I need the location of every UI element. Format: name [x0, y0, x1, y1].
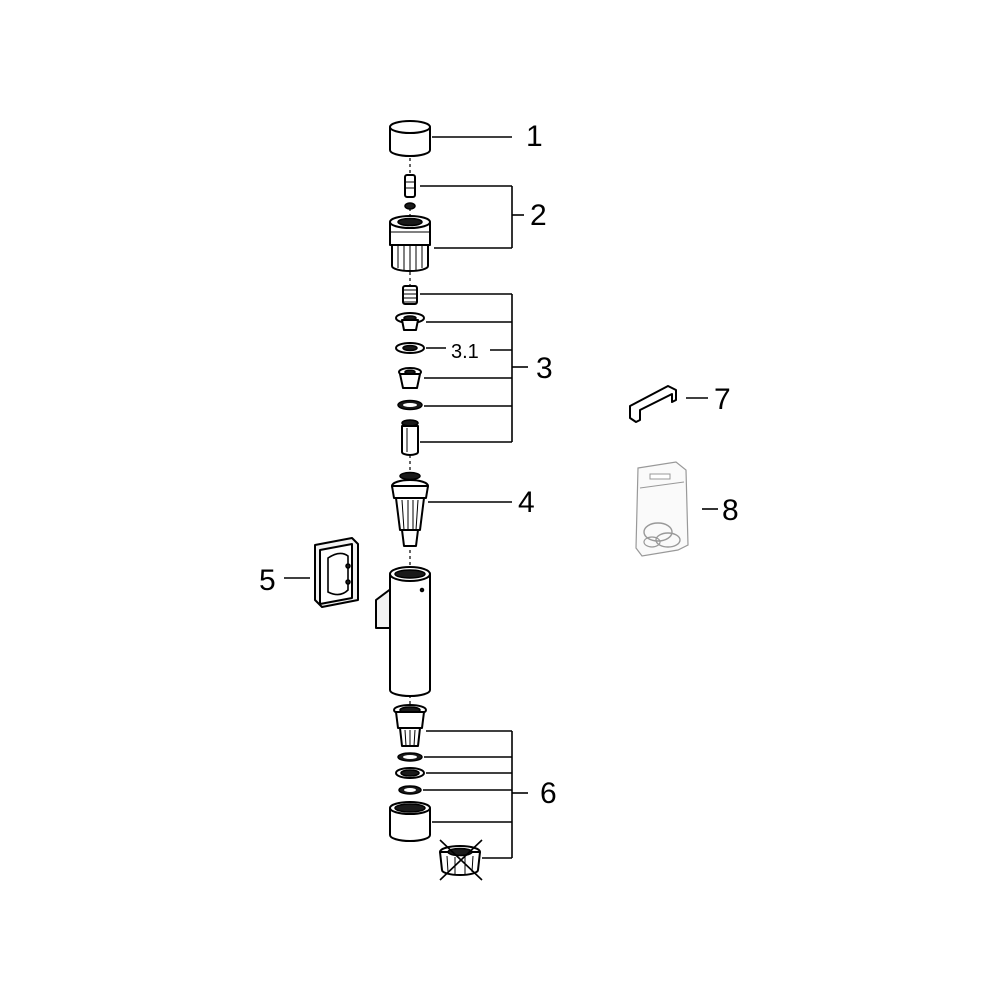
valve-body — [375, 566, 431, 697]
label-8: 8 — [722, 494, 739, 527]
label-7: 7 — [714, 383, 731, 416]
part-1-cap — [389, 120, 512, 157]
part-labels: 1 2 3 3.1 4 5 6 7 8 — [259, 120, 739, 810]
label-1: 1 — [526, 120, 543, 153]
label-6: 6 — [540, 777, 557, 810]
part-5-rosette — [284, 537, 359, 608]
label-5: 5 — [259, 564, 276, 597]
label-3-1: 3.1 — [451, 341, 479, 363]
part-6-outlet-set — [389, 704, 528, 881]
part-7-clip — [629, 385, 708, 423]
label-2: 2 — [530, 199, 547, 232]
part-4-cartridge — [391, 471, 512, 547]
label-3: 3 — [536, 352, 553, 385]
label-4: 4 — [518, 486, 535, 519]
part-2-headpart — [389, 174, 524, 272]
part-8-seal-bag — [635, 461, 718, 557]
part-3-valve-components — [395, 285, 528, 456]
